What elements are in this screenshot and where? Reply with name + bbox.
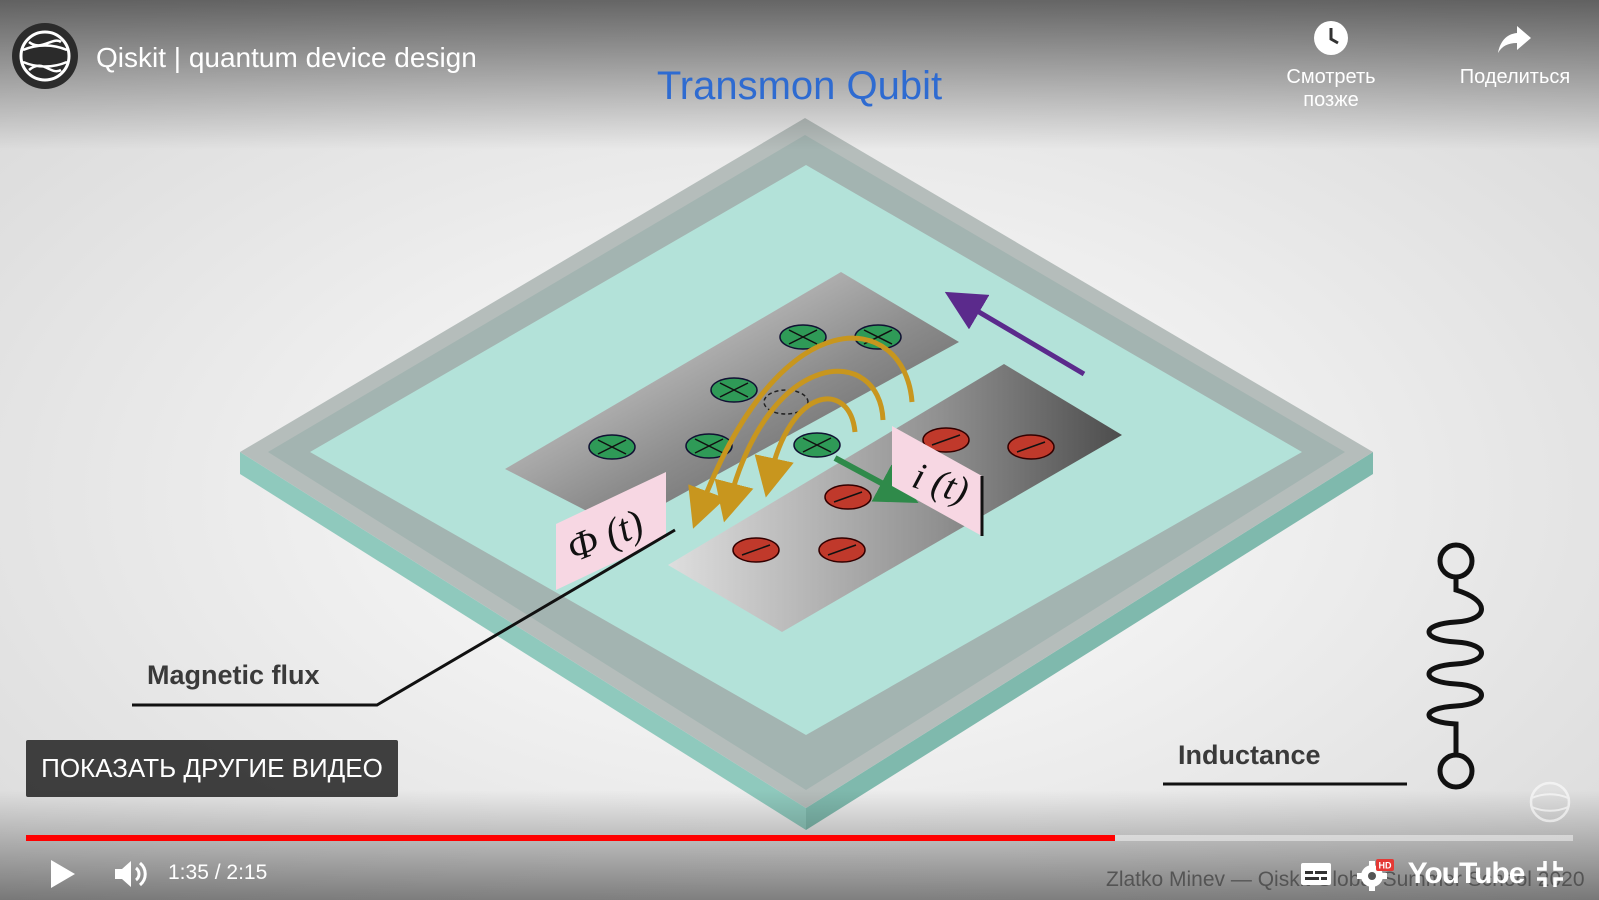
exit-fullscreen-button[interactable]: [1528, 852, 1572, 896]
subtitles-icon: [1301, 863, 1331, 885]
channel-watermark-icon[interactable]: [1528, 780, 1572, 824]
inductance-label: Inductance: [1178, 740, 1321, 770]
play-button[interactable]: [38, 852, 88, 896]
progress-bar[interactable]: [26, 835, 1573, 841]
inductor-symbol: [1426, 542, 1484, 790]
time-separator: /: [208, 861, 227, 884]
share-arrow-icon: [1498, 26, 1531, 53]
share-label: Поделиться: [1459, 66, 1571, 88]
slide-title: Transmon Qubit: [656, 64, 943, 108]
exit-fullscreen-icon: [1537, 861, 1563, 887]
substrate-side-right: [806, 452, 1373, 830]
hd-badge: HD: [1379, 861, 1392, 871]
watch-later-label: Смотреть позже: [1286, 66, 1376, 111]
green-charges: [588, 324, 902, 460]
electric-field-arcs: [688, 335, 915, 529]
settings-button[interactable]: HD: [1352, 852, 1398, 896]
video-title[interactable]: Qiskit | quantum device design: [96, 42, 477, 73]
vacancy: [763, 389, 809, 415]
share-button[interactable]: Поделиться: [1450, 20, 1580, 89]
substrate-side-left: [240, 452, 806, 830]
duration: 2:15: [226, 861, 268, 884]
red-charges: [732, 427, 1055, 563]
gear-icon: HD: [1357, 859, 1394, 891]
volume-icon: [115, 861, 147, 887]
watch-later-button[interactable]: Смотреть позже: [1256, 20, 1406, 112]
progress-played: [26, 835, 1115, 841]
clock-icon: [1314, 21, 1348, 55]
slide-credit: Zlatko Minev — Qiskit Global Summer Scho…: [1106, 868, 1585, 891]
channel-avatar[interactable]: [12, 23, 78, 89]
magnetic-flux-label: Magnetic flux: [147, 660, 320, 690]
subtitles-button[interactable]: [1296, 852, 1336, 896]
qiskit-globe-icon: [19, 30, 71, 82]
green-current-arrow: [833, 455, 919, 503]
current-time: 1:35: [168, 861, 209, 884]
flux-leader: [132, 528, 676, 707]
volume-button[interactable]: [106, 852, 156, 896]
youtube-logo[interactable]: YouTube: [1407, 857, 1526, 890]
play-icon: [51, 860, 75, 888]
show-more-videos-button[interactable]: ПОКАЗАТЬ ДРУГИЕ ВИДЕО: [26, 740, 398, 797]
time-display: 1:35 / 2:15: [168, 861, 267, 885]
current-arrow: [944, 291, 1086, 377]
